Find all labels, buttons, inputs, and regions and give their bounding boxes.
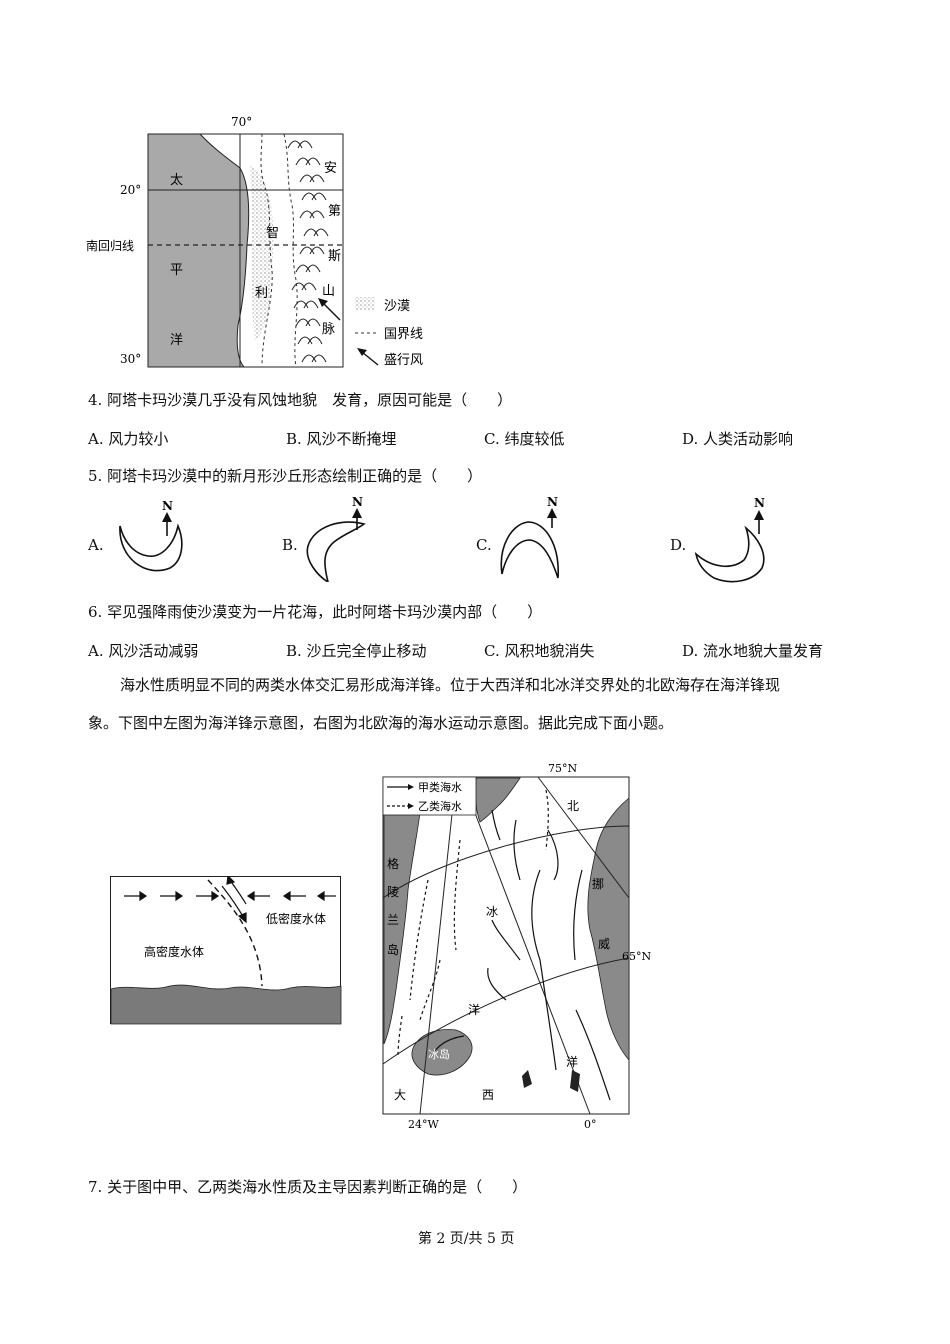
q5-option-c-label[interactable]: C.	[476, 536, 492, 554]
iceland-label: 冰岛	[428, 1047, 450, 1061]
atlantic-char-3: 洋	[566, 1054, 578, 1069]
flow-arrows-right	[124, 890, 220, 902]
legend-wind-arrow-icon	[357, 348, 379, 366]
lat-20-label: 20°	[120, 183, 141, 197]
q6-option-c[interactable]: C. 风积地貌消失	[484, 642, 595, 660]
legend-desert-label: 沙漠	[384, 299, 410, 314]
tropic-label: 南回归线	[86, 238, 134, 253]
andes-char-5: 脉	[322, 322, 335, 337]
high-density-label: 高密度水体	[144, 944, 204, 959]
lon-24w-label: 24°W	[408, 1118, 439, 1131]
intro-line-2: 象。下图中左图为海洋锋示意图，右图为北欧海的海水运动示意图。据此完成下面小题。	[88, 714, 674, 732]
pacific-ocean-shape	[147, 133, 250, 368]
q5-option-d-label[interactable]: D.	[670, 536, 687, 554]
question-6-stem: 6. 罕见强降雨使沙漠变为一片花海，此时阿塔卡玛沙漠内部（ ）	[88, 603, 543, 621]
type-b-water-arrows	[397, 789, 549, 1057]
lon-70-label: 70°	[231, 115, 252, 129]
q6-option-d[interactable]: D. 流水地貌大量发育	[682, 642, 824, 660]
norway-landmass	[587, 797, 630, 1062]
arctic-char-2: 冰	[486, 905, 498, 919]
front-boundary-line	[207, 879, 263, 987]
atacama-map: 70° 20° 30° 南回归线 太 平 洋 智 利 安 第 斯 山 脉 沙漠 …	[86, 115, 423, 368]
q5-option-a-label[interactable]: A.	[88, 536, 104, 554]
greenland-char-4: 岛	[387, 942, 399, 957]
prevailing-wind-arrow	[318, 298, 341, 321]
seabed-shape	[110, 984, 342, 1025]
intro-line-1: 海水性质明显不同的两类水体交汇易形成海洋锋。位于大西洋和北冰洋交界处的北欧海存在…	[120, 676, 781, 694]
legend-border-label: 国界线	[384, 327, 423, 342]
andes-char-3: 斯	[328, 249, 341, 264]
nordic-seas-map: 甲类海水 乙类海水 75°N 65°N 24°W 0° 格 陵 兰 岛 挪 威 …	[382, 762, 651, 1131]
type-a-water-arrows	[433, 809, 611, 1101]
norway-char-1: 挪	[592, 877, 604, 891]
lon-0-label: 0°	[584, 1118, 597, 1131]
greenland-landmass	[383, 811, 421, 1045]
low-density-label: 低密度水体	[266, 911, 326, 926]
legend-type-a: 甲类海水	[418, 780, 462, 794]
ocean-char-2: 平	[170, 263, 183, 278]
svg-text:N: N	[162, 500, 173, 513]
svg-text:N: N	[352, 496, 363, 509]
ocean-char-1: 太	[170, 173, 183, 188]
arctic-char-3: 洋	[468, 1002, 480, 1017]
andes-mountain-symbols	[287, 140, 329, 363]
q5-option-c-dune[interactable]: N	[496, 496, 566, 582]
q6-option-b[interactable]: B. 沙丘完全停止移动	[286, 642, 427, 660]
norway-char-2: 威	[598, 937, 610, 951]
lat-75n-label: 75°N	[548, 762, 577, 775]
q5-option-b-dune[interactable]: N	[302, 496, 382, 582]
greenland-char-3: 兰	[387, 913, 399, 927]
sinking-arrow	[221, 876, 247, 924]
border-line-west	[260, 133, 273, 368]
q5-option-b-label[interactable]: B.	[282, 536, 298, 554]
q5-option-d-dune[interactable]: N	[692, 496, 776, 584]
atlantic-char-2: 西	[482, 1088, 494, 1102]
page-number: 第 2 页/共 5 页	[418, 1231, 515, 1247]
andes-char-1: 安	[324, 161, 337, 176]
q4-option-b[interactable]: B. 风沙不断掩埋	[286, 430, 397, 448]
q5-option-a-dune[interactable]: N	[112, 500, 192, 582]
andes-char-2: 第	[328, 204, 341, 219]
question-7-stem: 7. 关于图中甲、乙两类海水性质及主导因素判断正确的是（ ）	[88, 1178, 528, 1196]
ocean-front-diagram: 低密度水体 高密度水体	[110, 876, 342, 1025]
question-5-stem: 5. 阿塔卡玛沙漠中的新月形沙丘形态绘制正确的是（ ）	[88, 467, 483, 485]
legend-desert-swatch	[355, 297, 375, 310]
arctic-char-1: 北	[567, 799, 579, 813]
chile-char-2: 利	[255, 286, 268, 301]
ocean-char-3: 洋	[170, 333, 183, 348]
svg-text:N: N	[754, 496, 765, 510]
q4-option-c[interactable]: C. 纬度较低	[484, 430, 565, 448]
desert-area	[250, 165, 274, 340]
chile-char-1: 智	[266, 226, 279, 241]
lat-65n-label: 65°N	[622, 950, 651, 963]
q4-option-d[interactable]: D. 人类活动影响	[682, 430, 794, 448]
andes-char-4: 山	[322, 284, 335, 299]
q6-option-a[interactable]: A. 风沙活动减弱	[88, 642, 199, 660]
border-line-east	[283, 133, 298, 368]
legend-type-b: 乙类海水	[418, 799, 462, 813]
greenland-char-1: 格	[387, 856, 399, 871]
lat-30-label: 30°	[120, 352, 141, 366]
flow-arrows-left	[246, 890, 336, 902]
greenland-char-2: 陵	[387, 885, 399, 899]
iceland-landmass	[411, 1029, 473, 1076]
q4-option-a[interactable]: A. 风力较小	[88, 430, 169, 448]
faroe-islands	[522, 1070, 532, 1088]
legend-wind-label: 盛行风	[384, 353, 423, 368]
svg-text:N: N	[547, 496, 558, 509]
question-4-stem: 4. 阿塔卡玛沙漠几乎没有风蚀地貌 发育，原因可能是（ ）	[88, 391, 513, 409]
atlantic-char-1: 大	[394, 1088, 406, 1102]
